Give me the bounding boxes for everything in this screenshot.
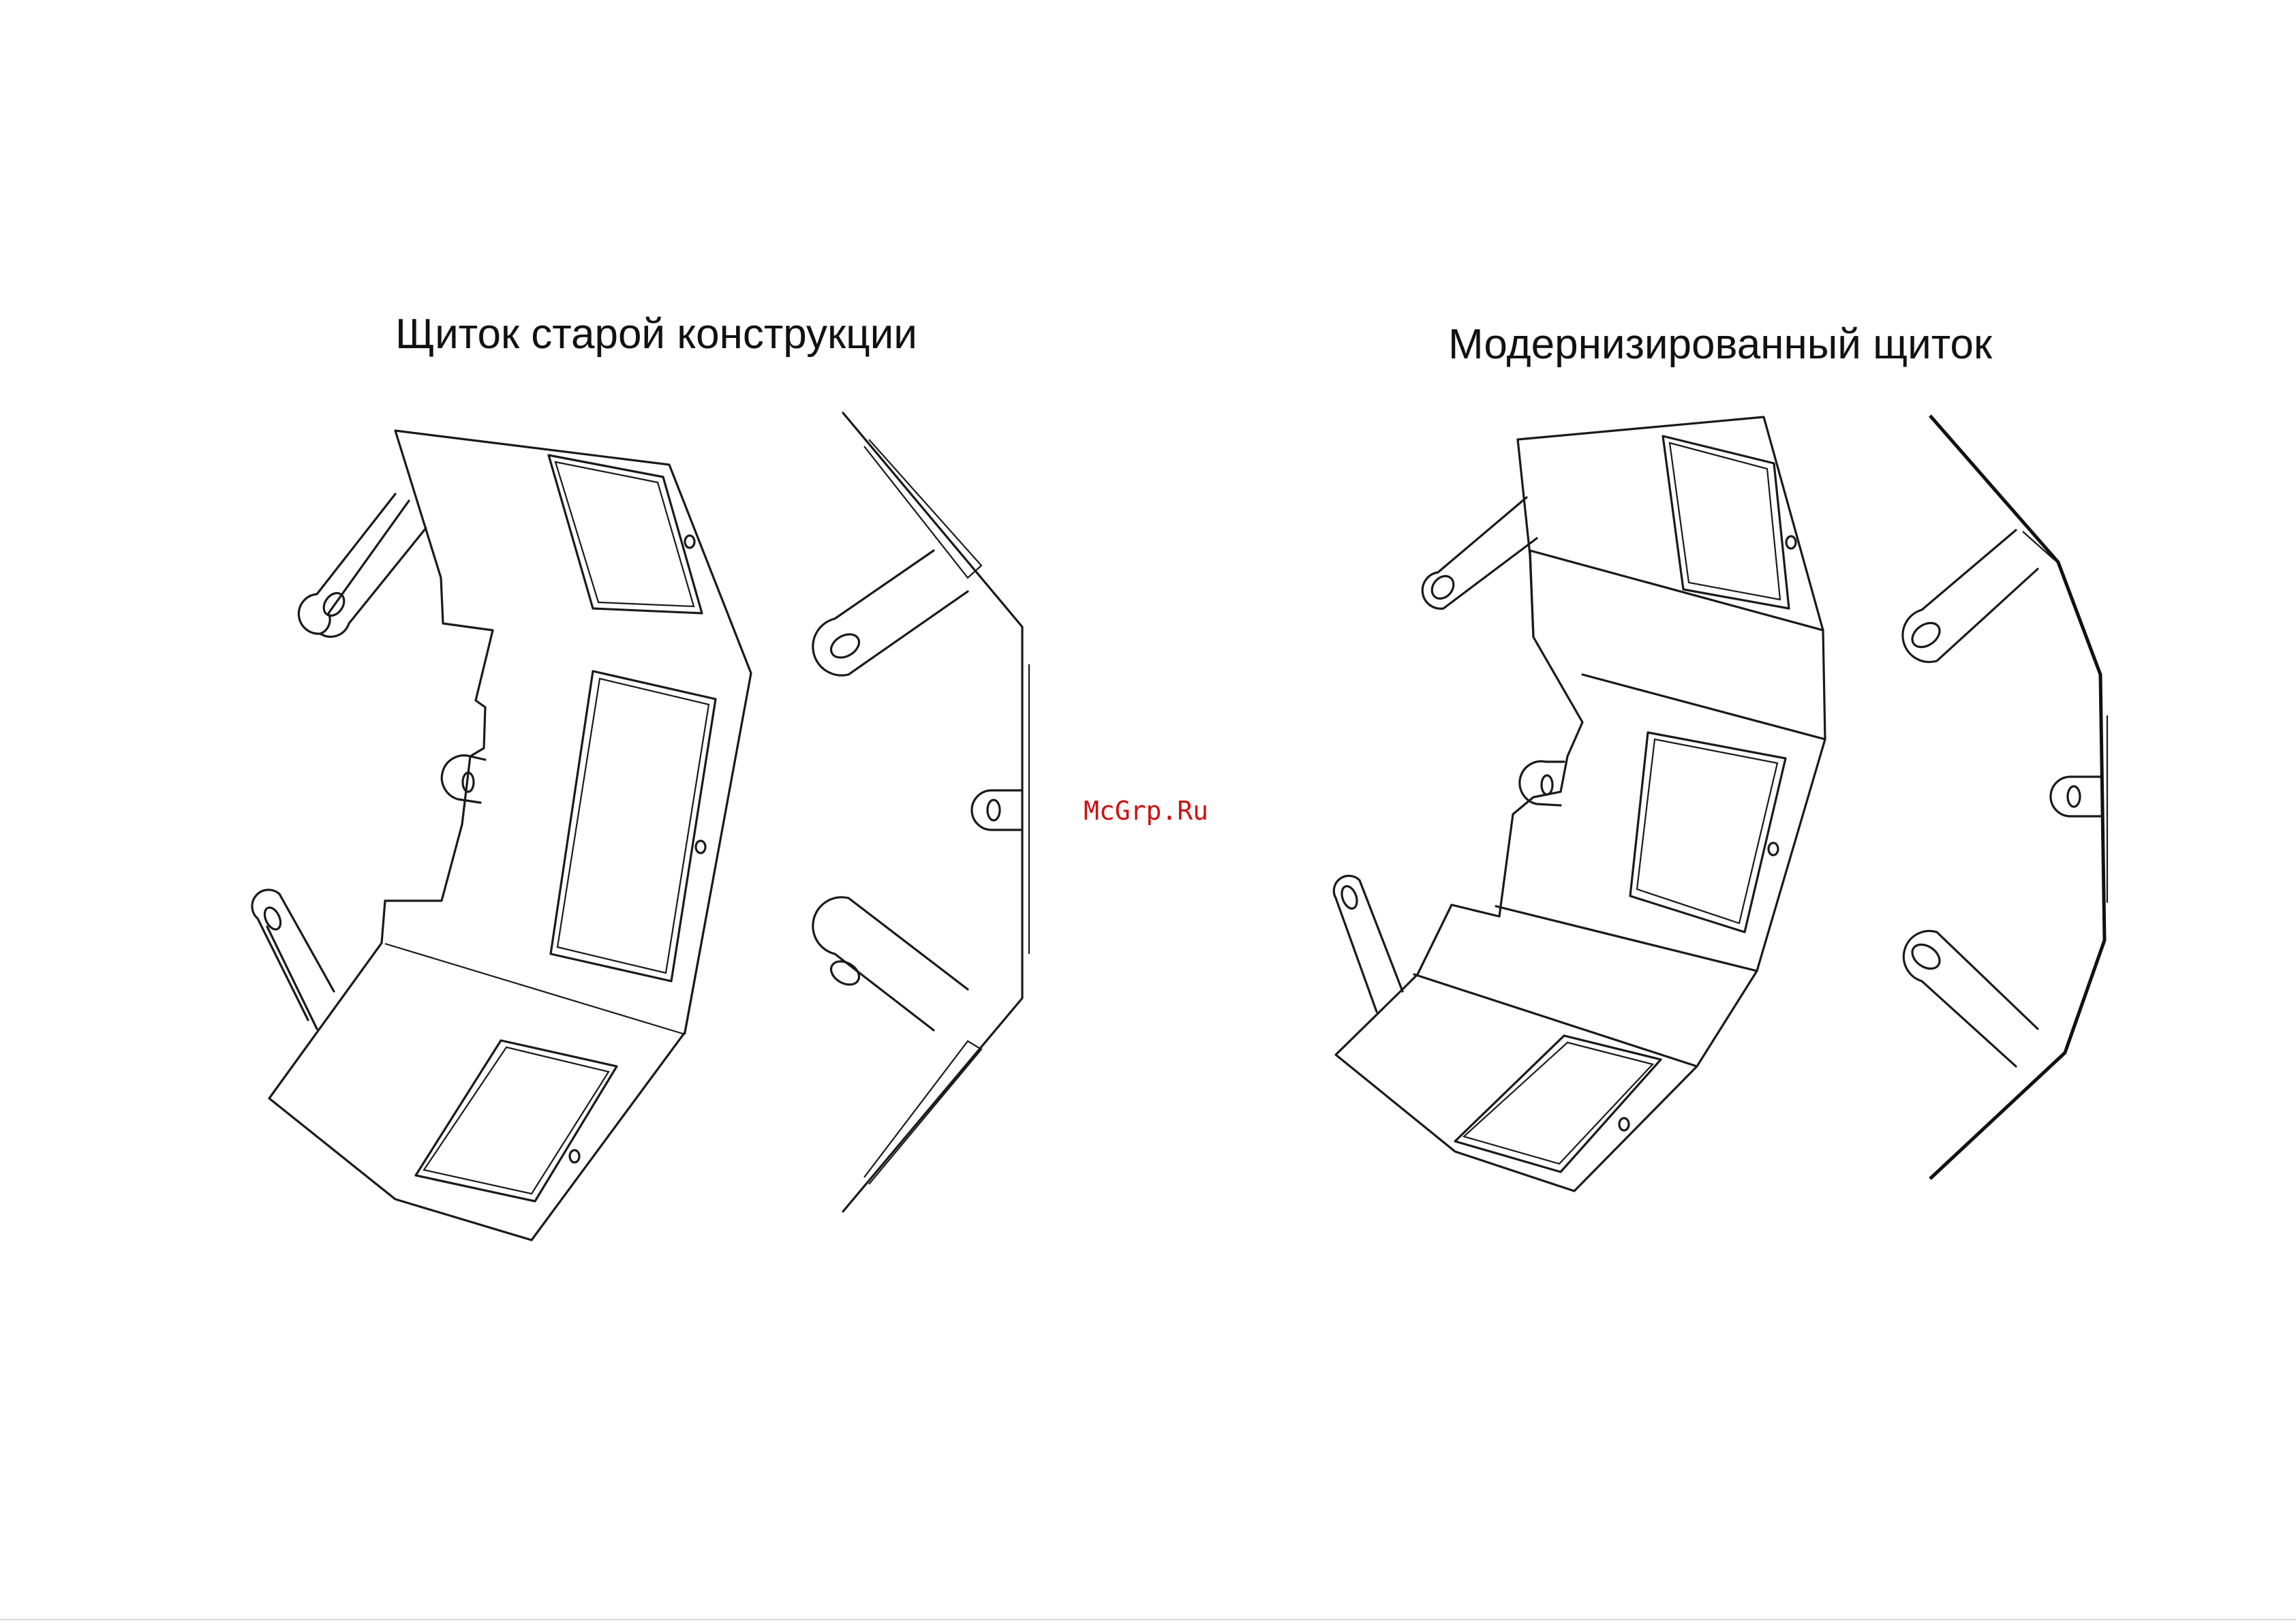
page-bottom-rule [0,1619,2296,1620]
new-shield-side-view [1903,416,2107,1179]
old-shield-front-view [252,431,751,1240]
old-shield-side-view [813,413,1029,1211]
new-shield-front-view [1334,417,1825,1191]
